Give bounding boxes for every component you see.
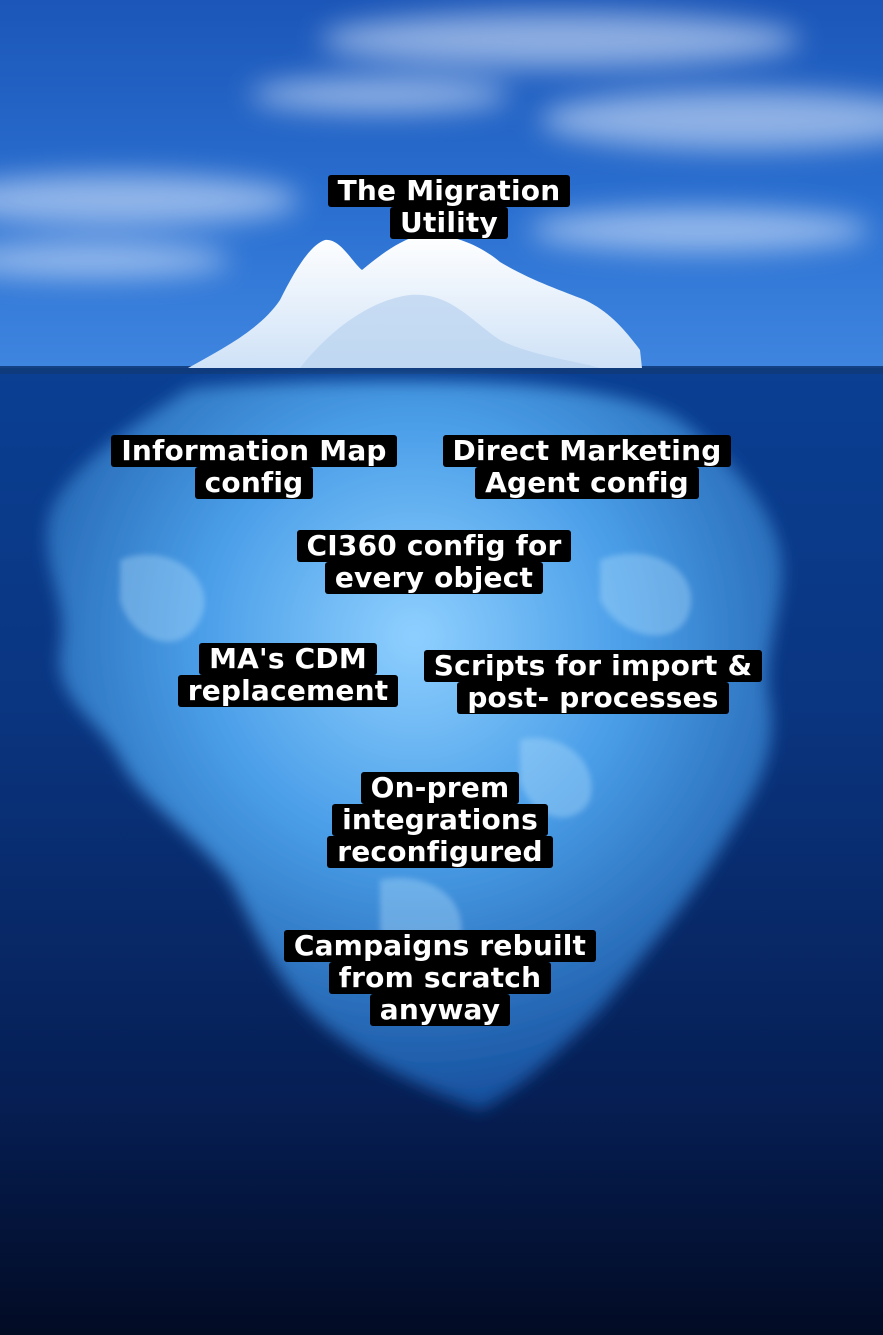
label-ci360-config: CI360 config for every object [288,530,580,594]
label-line: reconfigured [327,836,553,868]
label-line: CI360 config for [296,530,572,562]
label-cdm-replacement: MA's CDM replacement [172,643,404,707]
label-scripts-import: Scripts for import & post- processes [416,650,770,714]
label-line: Utility [390,207,508,239]
label-migration-utility: The Migration Utility [319,175,579,239]
label-line: every object [324,562,544,594]
label-line: Information Map [111,435,397,467]
label-line: Campaigns rebuilt [283,930,597,962]
label-on-prem-integrations: On-prem integrations reconfigured [323,772,557,868]
label-line: Agent config [475,467,699,499]
label-line: from scratch [328,962,552,994]
label-line: replacement [177,675,399,707]
label-line: anyway [369,994,511,1026]
label-line: post- processes [457,682,729,714]
label-direct-marketing-agent-config: Direct Marketing Agent config [431,435,743,499]
label-line: On-prem [360,772,520,804]
label-line: MA's CDM [199,643,377,675]
label-line: integrations [332,804,548,836]
label-line: config [194,467,314,499]
label-information-map-config: Information Map config [100,435,408,499]
label-line: Direct Marketing [442,435,732,467]
label-line: Scripts for import & [423,650,763,682]
label-campaigns-rebuilt: Campaigns rebuilt from scratch anyway [272,930,608,1026]
label-line: The Migration [327,175,571,207]
